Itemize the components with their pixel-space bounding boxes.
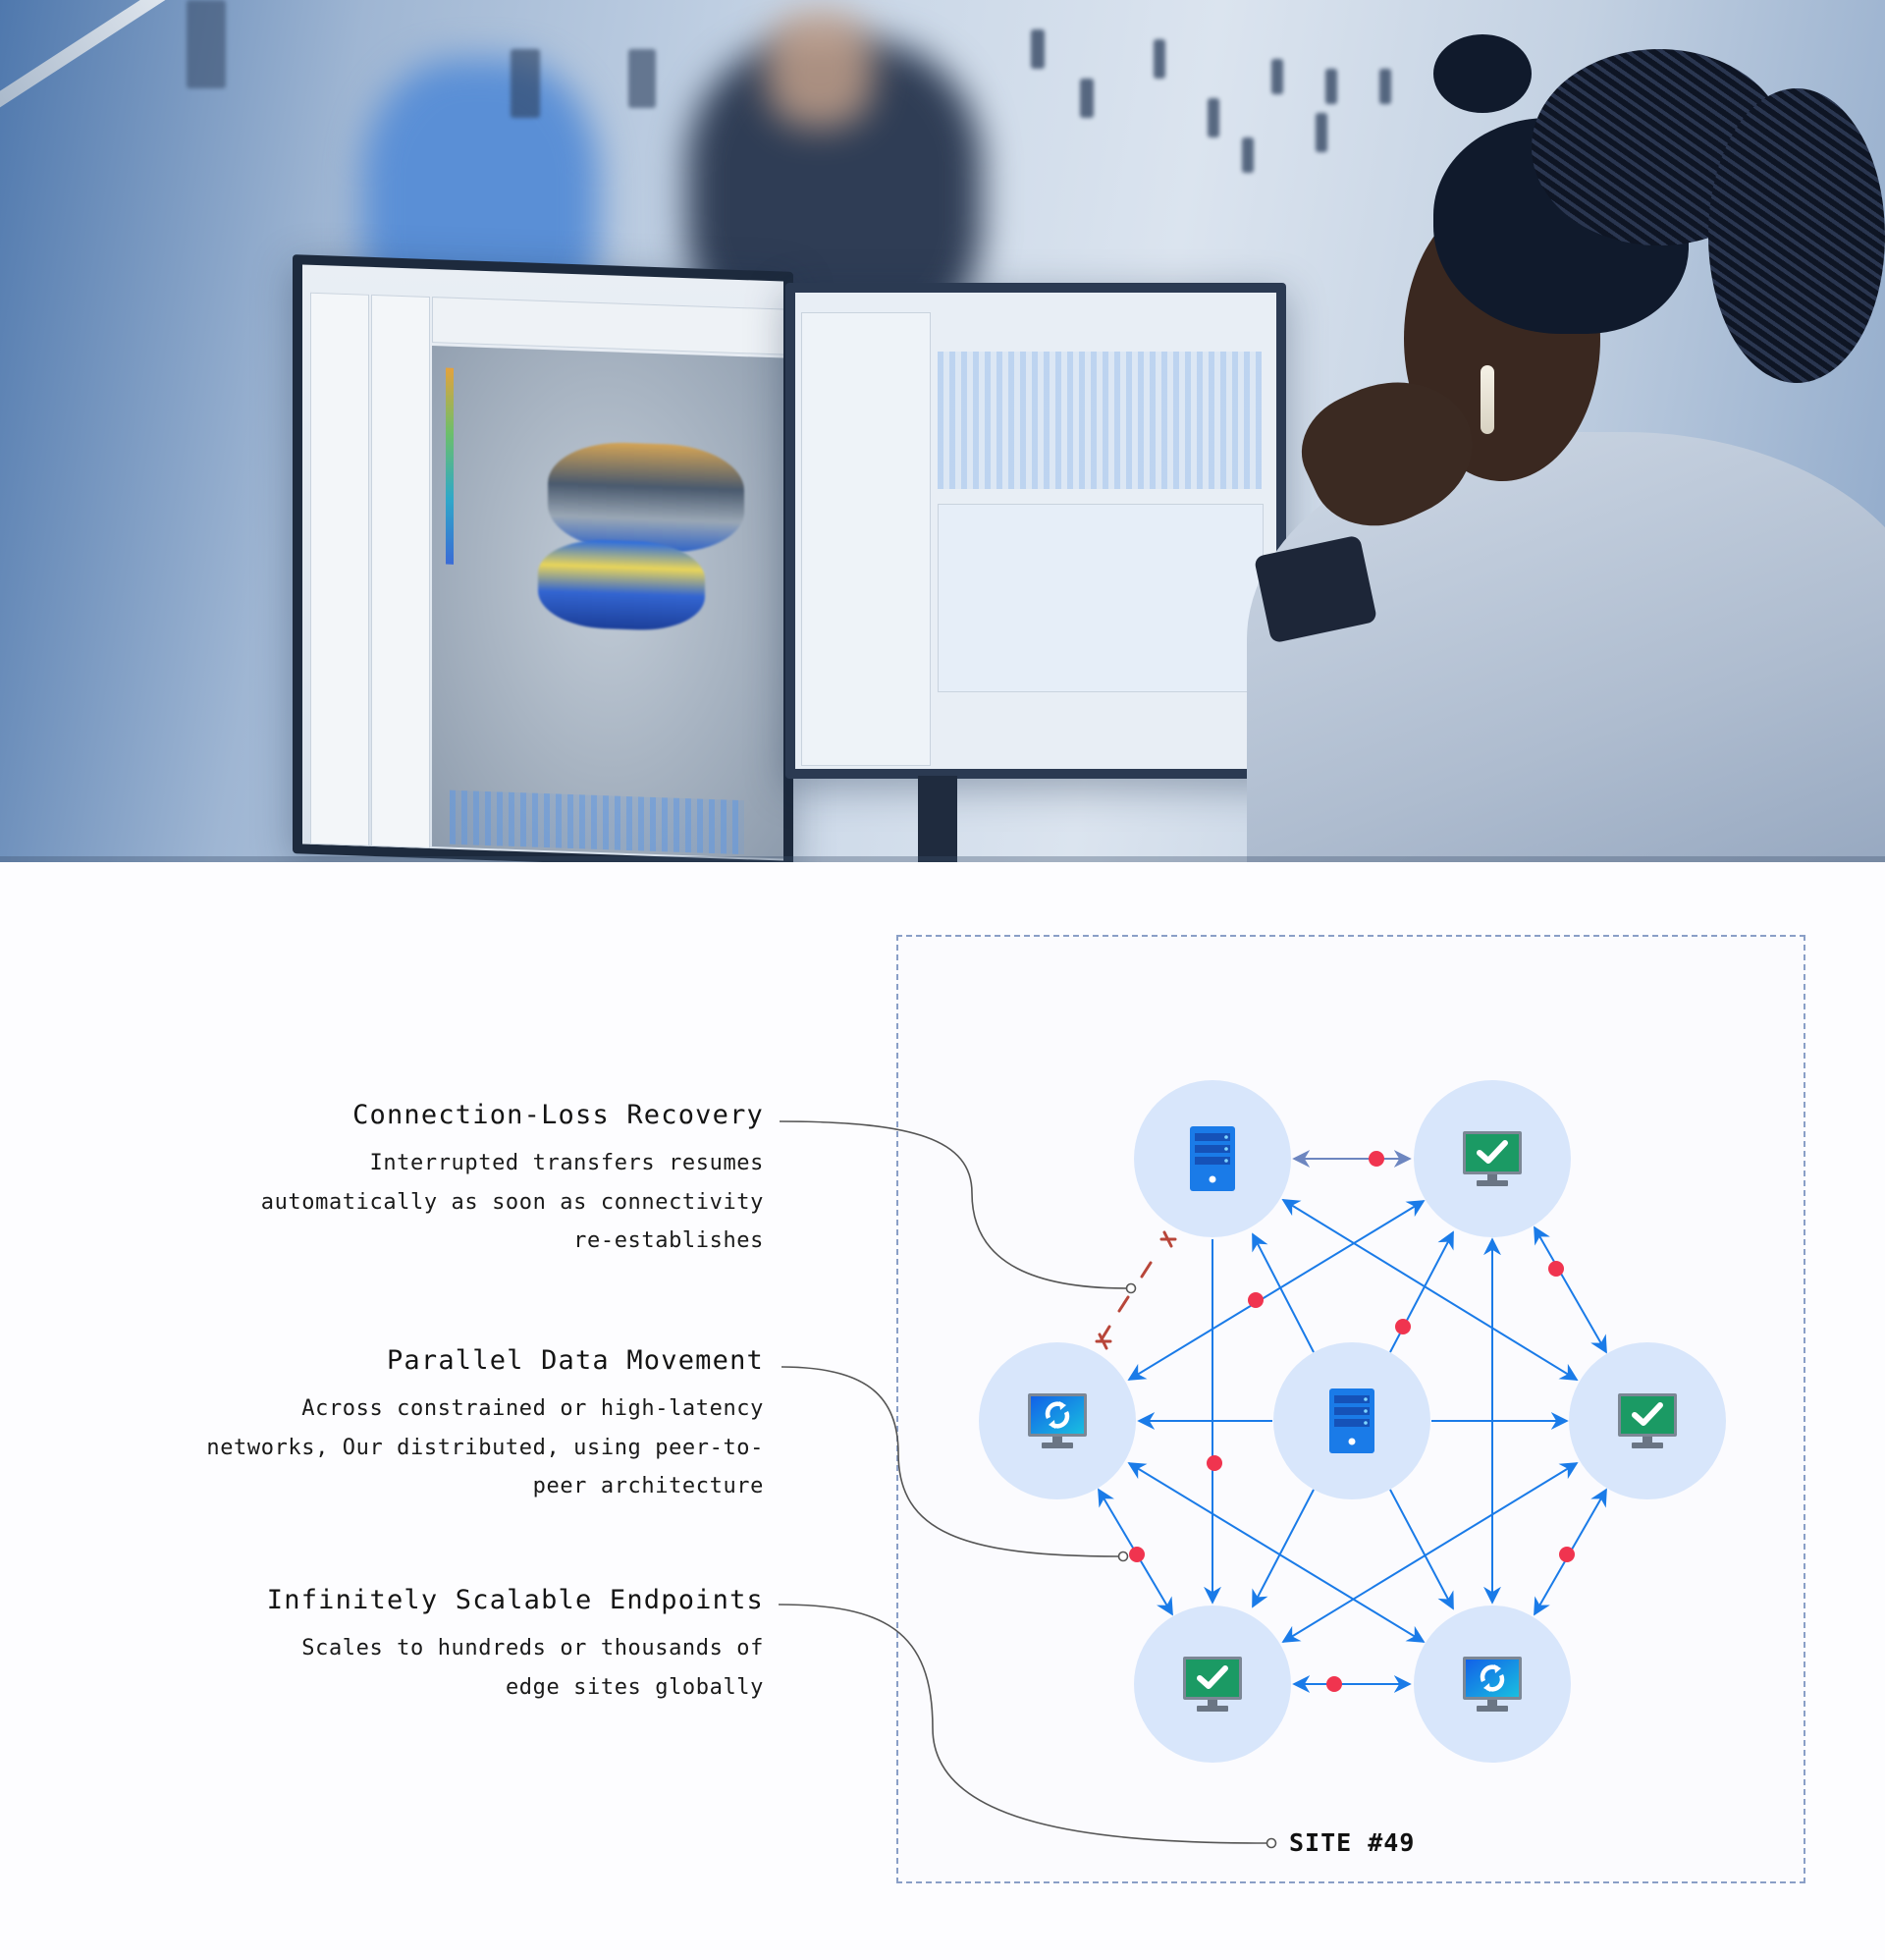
link-group	[1098, 1150, 1607, 1693]
wall-panel	[1154, 39, 1165, 79]
monitor-check-icon	[1183, 1657, 1242, 1712]
monitor-stand	[918, 776, 957, 862]
link-c-bl	[1252, 1489, 1315, 1608]
feature-description: Interrupted transfers resumes automatica…	[261, 1144, 764, 1261]
node-mid-right	[1569, 1342, 1726, 1499]
monitor-sync-icon	[1028, 1393, 1087, 1448]
link-ml-br	[1127, 1462, 1426, 1643]
link-mr-bl	[1281, 1462, 1579, 1643]
feature-title: Infinitely Scalable Endpoints	[266, 1585, 764, 1615]
hero-photo	[0, 0, 1885, 862]
right-monitor	[785, 283, 1286, 779]
transfer-dots	[1129, 1151, 1575, 1692]
monitor-check-icon	[1463, 1131, 1522, 1186]
callout-connection-loss	[779, 1120, 1128, 1289]
server-icon	[1190, 1126, 1235, 1191]
earring	[1481, 365, 1494, 434]
transfer-dot	[1326, 1676, 1342, 1692]
break-x-icon	[1095, 1333, 1112, 1350]
transfer-dot	[1395, 1319, 1411, 1334]
feature-line: networks, Our distributed, using peer-to…	[206, 1435, 764, 1460]
transfer-dot	[1369, 1151, 1384, 1167]
feature-line: Across constrained or high-latency	[301, 1396, 764, 1421]
transfer-dot	[1207, 1455, 1222, 1471]
link-ml-tr	[1127, 1200, 1426, 1381]
wall-panel	[187, 0, 226, 88]
wall-panel	[1031, 29, 1045, 69]
right-monitor-screen	[795, 293, 1276, 769]
link-c-tl	[1252, 1232, 1315, 1353]
feature-line: automatically as soon as connectivity	[260, 1189, 764, 1215]
node-mid-left	[979, 1342, 1136, 1499]
feature-line: re-establishes	[573, 1228, 764, 1253]
feature-infinitely-scalable-endpoints: Infinitely Scalable Endpoints Scales to …	[267, 1585, 764, 1707]
wall-panel	[1316, 113, 1327, 152]
feature-description: Scales to hundreds or thousands of edge …	[267, 1629, 764, 1707]
side-panel	[801, 312, 931, 766]
transfer-dot	[1559, 1547, 1575, 1562]
feature-description: Across constrained or high-latency netwo…	[206, 1389, 764, 1506]
callout-anchor	[1117, 1551, 1129, 1562]
feature-line: edge sites globally	[505, 1674, 764, 1700]
feature-line: Scales to hundreds or thousands of	[301, 1636, 764, 1661]
break-x-icon	[1159, 1230, 1177, 1248]
monitor-check-icon	[1618, 1393, 1677, 1448]
callout-lines	[778, 1120, 1267, 1844]
callout-scalable-endpoints	[778, 1604, 1267, 1844]
feature-title: Parallel Data Movement	[386, 1345, 764, 1376]
link-c-tr	[1389, 1230, 1454, 1353]
wall-panel	[1325, 69, 1337, 104]
feature-line: peer architecture	[532, 1474, 764, 1498]
wall-panel	[1208, 98, 1219, 137]
wall-panel	[1242, 137, 1254, 173]
photo-edge	[0, 856, 1885, 862]
transfer-dot	[1548, 1261, 1564, 1277]
chart-panel	[938, 504, 1264, 692]
feature-connection-loss-recovery: Connection-Loss Recovery Interrupted tra…	[261, 1100, 764, 1261]
site-label: SITE #49	[1289, 1828, 1416, 1857]
callout-endpoints	[1117, 1282, 1277, 1849]
monitor-sync-icon	[1463, 1657, 1522, 1712]
braided-bun	[1708, 88, 1885, 383]
wall-panel	[1379, 69, 1391, 104]
wall-panel	[1080, 79, 1094, 118]
background-face	[766, 10, 874, 128]
link-right-upper	[1534, 1225, 1607, 1354]
wall-panel	[511, 49, 540, 118]
broken-link	[1095, 1230, 1177, 1350]
wall-panel	[1271, 59, 1283, 94]
transfer-dot	[1129, 1547, 1145, 1562]
callout-anchor	[1125, 1282, 1137, 1294]
server-icon	[1329, 1388, 1374, 1453]
wall-panel	[628, 49, 656, 108]
callout-anchor	[1266, 1837, 1277, 1849]
feature-title: Connection-Loss Recovery	[352, 1100, 764, 1130]
feature-parallel-data-movement: Parallel Data Movement Across constraine…	[206, 1345, 764, 1506]
transfer-dot	[1248, 1292, 1264, 1308]
head-wrap-knot	[1433, 34, 1532, 113]
link-c-br	[1389, 1489, 1454, 1610]
feature-line: Interrupted transfers resumes	[369, 1151, 764, 1175]
bar-chart	[938, 352, 1262, 489]
callout-parallel-data	[781, 1366, 1120, 1557]
link-tl-mr	[1281, 1199, 1579, 1381]
